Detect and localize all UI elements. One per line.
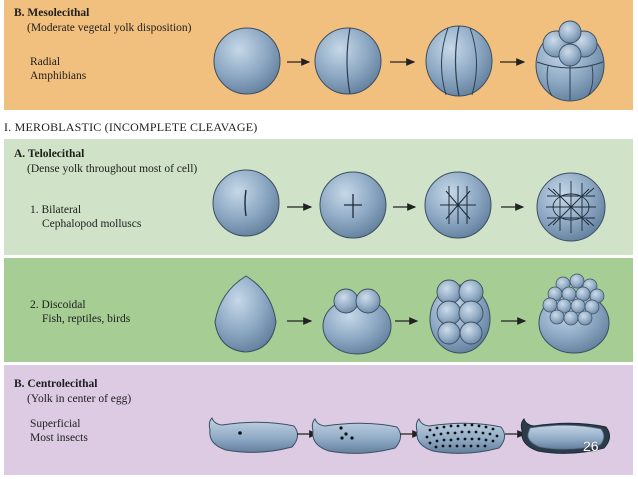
insect-egg-zygote: [208, 417, 298, 453]
page-number: 26: [583, 438, 599, 454]
discoidal-example: Fish, reptiles, birds: [42, 313, 131, 325]
discoidal-row: [214, 273, 610, 355]
telolecithal-discoidal-panel: [4, 258, 633, 362]
bilateral-label: 1. Bilateral: [30, 204, 82, 216]
telolecithal-bilateral-panel: [4, 139, 633, 255]
mesolecithal-row: [213, 20, 605, 102]
insect-egg-nuclei-spread: [415, 418, 505, 454]
mesolecithal-subtitle: (Moderate vegetal yolk disposition): [27, 22, 192, 34]
bilateral-two-cell: [319, 171, 387, 239]
meroblastic-heading: I. MEROBLASTIC (INCOMPLETE CLEAVAGE): [4, 120, 258, 134]
insect-egg-nuclear-division: [311, 418, 401, 454]
discoidal-two-cell: [322, 288, 392, 355]
discoidal-label: 2. Discoidal: [30, 299, 86, 311]
four-cell-stage: [425, 25, 493, 97]
bilateral-example: Cephalopod molluscs: [42, 218, 142, 230]
mesolecithal-type: Radial: [30, 56, 61, 68]
centrolecithal-row: [208, 417, 610, 454]
zygote-cell: [213, 27, 281, 95]
centrolecithal-title: B. Centrolecithal: [14, 378, 98, 390]
meroblastic-heading-band: [0, 113, 638, 139]
two-cell-stage: [314, 27, 382, 95]
bilateral-row: [212, 169, 606, 242]
discoidal-blastodisc: [538, 273, 610, 354]
discoidal-zygote: [214, 275, 277, 353]
bilateral-four-cell: [424, 171, 492, 239]
insect-egg-blastoderm: [520, 418, 610, 454]
telolecithal-title: A. Telolecithal: [14, 148, 85, 160]
centrolecithal-type: Superficial: [30, 418, 81, 430]
mesolecithal-example: Amphibians: [30, 70, 87, 82]
telolecithal-subtitle: (Dense yolk throughout most of cell): [27, 163, 198, 175]
centrolecithal-example: Most insects: [30, 432, 88, 444]
eight-cell-stage: [535, 20, 605, 102]
centrolecithal-subtitle: (Yolk in center of egg): [27, 393, 132, 405]
bilateral-zygote: [212, 169, 280, 237]
discoidal-four-cell: [429, 279, 491, 354]
mesolecithal-title: B. Mesolecithal: [14, 7, 90, 19]
bilateral-multicell: [536, 172, 606, 242]
centrolecithal-panel: [4, 365, 633, 475]
